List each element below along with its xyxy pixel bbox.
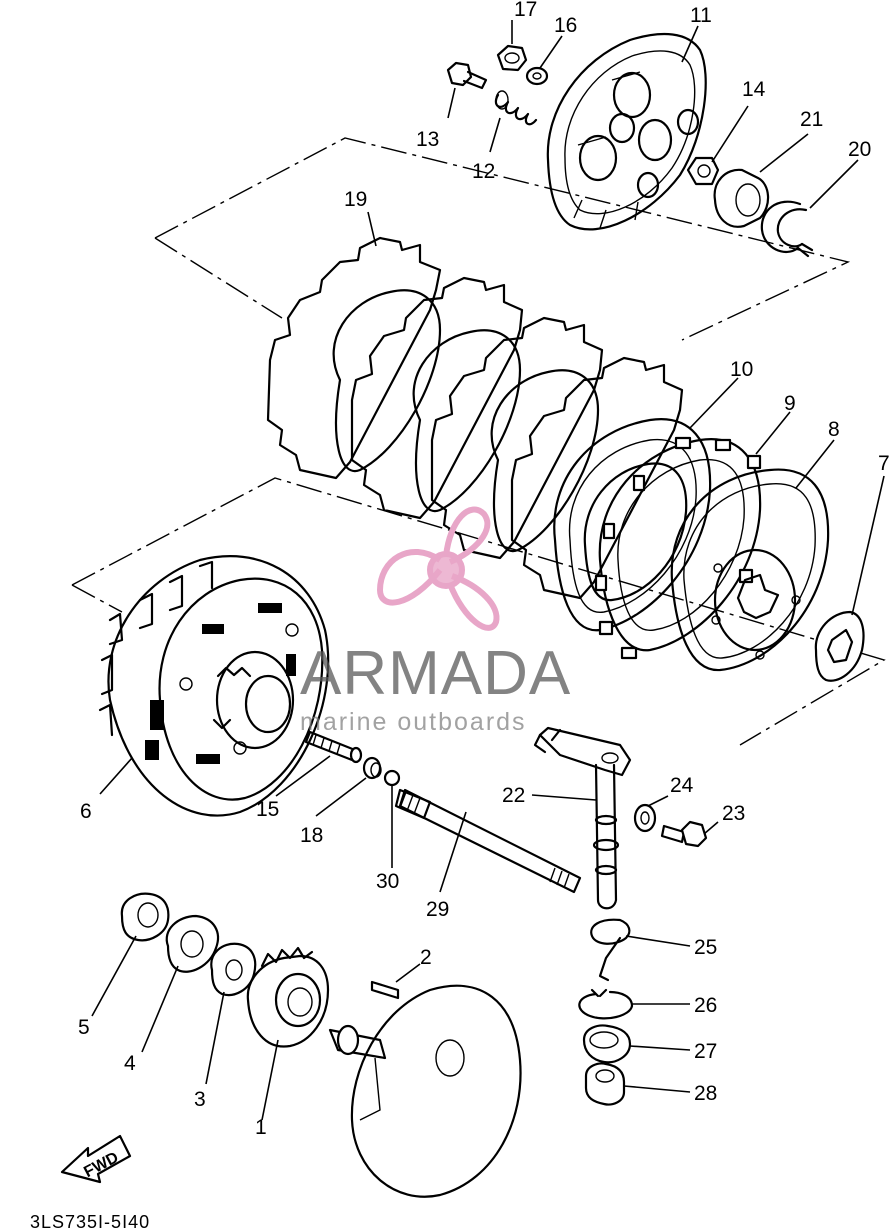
callout-25: 25 <box>694 936 717 959</box>
propeller-logo-icon <box>376 506 500 631</box>
callout-18: 18 <box>300 824 323 847</box>
callout-15: 15 <box>256 798 279 821</box>
crankshaft <box>328 984 522 1198</box>
lock-washer-7 <box>814 610 865 682</box>
callout-29: 29 <box>426 898 449 921</box>
pin-15 <box>304 730 363 764</box>
watermark: ARMADA marine outboards <box>300 506 571 736</box>
callout-23: 23 <box>722 802 745 825</box>
spring-25 <box>590 918 631 982</box>
callout-16: 16 <box>554 14 577 37</box>
callout-11: 11 <box>690 4 712 27</box>
bush-28 <box>584 1062 626 1106</box>
callout-30: 30 <box>376 870 399 893</box>
document-id: 3LS735I-5I40 <box>30 1212 150 1232</box>
callout-28: 28 <box>694 1082 717 1105</box>
callout-9: 9 <box>784 392 796 415</box>
circlip-20 <box>760 200 814 258</box>
callout-21: 21 <box>800 108 823 131</box>
pressure-plate <box>546 32 707 231</box>
callout-24: 24 <box>670 774 694 797</box>
forward-direction-arrow: FWD <box>60 1134 132 1184</box>
driven-gear-8 <box>670 468 830 672</box>
circlip-26 <box>578 988 634 1020</box>
callout-13: 13 <box>416 128 439 151</box>
callout-8: 8 <box>828 418 840 441</box>
lock-washer-4 <box>165 914 220 973</box>
callout-6: 6 <box>80 800 92 823</box>
ball-30 <box>383 769 401 787</box>
clutch-lever-22 <box>533 726 632 910</box>
part-18 <box>362 756 382 780</box>
callout-22: 22 <box>502 784 525 807</box>
nut-14 <box>686 156 720 186</box>
callout-20: 20 <box>848 138 871 161</box>
friction-disc-9 <box>594 436 762 660</box>
drive-gear-1 <box>246 946 330 1048</box>
nut-17 <box>496 44 528 72</box>
nut-5 <box>120 892 170 942</box>
callout-19: 19 <box>344 188 367 211</box>
callout-3: 3 <box>194 1088 206 1111</box>
bolt-23 <box>660 820 708 848</box>
callout-5: 5 <box>78 1016 90 1039</box>
callout-7: 7 <box>878 452 890 475</box>
leader-lines <box>91 20 885 1121</box>
callout-2: 2 <box>420 946 432 969</box>
callout-4: 4 <box>124 1052 136 1075</box>
washer-16 <box>525 66 549 86</box>
callout-17: 17 <box>514 0 537 21</box>
callout-26: 26 <box>694 994 717 1017</box>
washer-3 <box>210 942 257 997</box>
watermark-brand: ARMADA <box>300 639 571 708</box>
callout-1: 1 <box>255 1116 267 1139</box>
clutch-housing <box>98 555 330 817</box>
callout-labels: 1 2 3 4 5 6 7 8 9 10 11 12 13 14 15 16 1… <box>78 0 890 1139</box>
bolt-13 <box>446 61 488 90</box>
callout-10: 10 <box>730 358 753 381</box>
callout-27: 27 <box>694 1040 717 1063</box>
push-rod-29 <box>394 788 582 894</box>
assembly-boundaries <box>71 137 886 746</box>
watermark-tagline: marine outboards <box>300 708 527 736</box>
key-2 <box>370 980 400 1000</box>
friction-plates <box>266 236 684 600</box>
callout-14: 14 <box>742 78 766 101</box>
bearing-21 <box>713 168 770 228</box>
callout-12: 12 <box>472 160 495 183</box>
clutch-boss <box>553 418 712 632</box>
seal-27 <box>582 1024 632 1064</box>
spring-12 <box>494 90 538 126</box>
washer-24 <box>633 803 657 833</box>
